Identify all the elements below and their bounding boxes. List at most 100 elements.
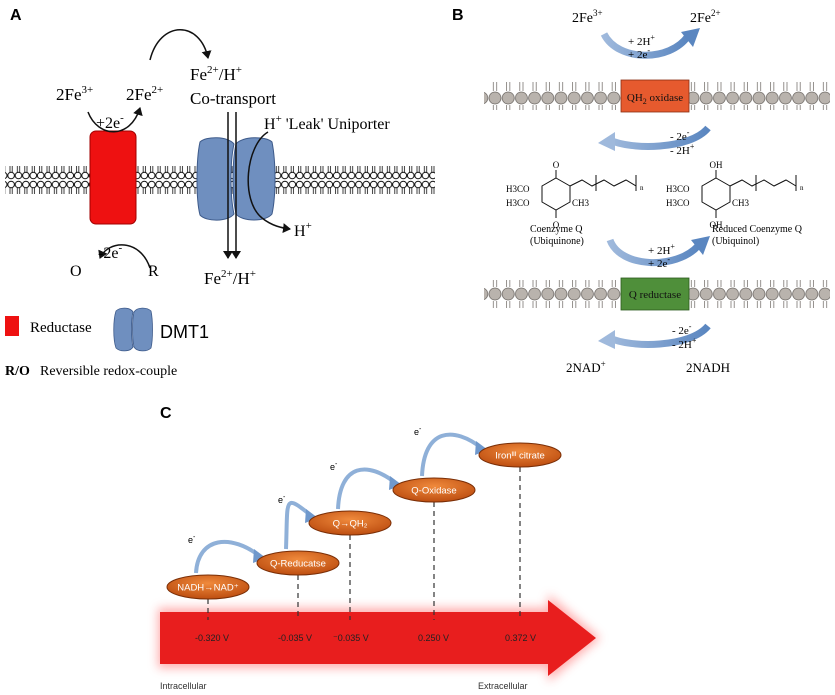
legend-a: Reductase DMT1 R/O Reversible redox-coup…: [5, 307, 209, 379]
step-voltage: -0.320 V: [195, 633, 229, 643]
plus-2e-label: +2e-: [96, 112, 124, 132]
extracellular-label: Extracellular: [478, 681, 528, 691]
reduction-arc-arrow: [87, 107, 143, 133]
uqh-oh-bottom: OH: [710, 220, 723, 230]
fe2-label-a: 2Fe2+: [126, 84, 163, 104]
top-plus-h: + 2H+: [628, 33, 655, 48]
low-plus-h: + 2H+: [648, 242, 675, 257]
coq-name: Coenzyme Q: [530, 224, 583, 235]
electron-arc: [336, 467, 399, 510]
electron-arc: [420, 432, 485, 477]
electron-arrowhead: [389, 476, 402, 490]
uqh-n: n: [800, 184, 804, 192]
top-redox-arc: [600, 32, 691, 59]
low-redox-arc: [606, 238, 701, 267]
uq-ch3: CH3: [572, 198, 590, 208]
mid-redox-arc: [608, 125, 711, 150]
leak-uniporter-label: H+ 'Leak' Uniporter: [264, 113, 390, 133]
step-ellipse: [478, 442, 562, 468]
uq-h3co-1: H3CO: [506, 184, 530, 194]
step-ellipse: [256, 550, 340, 576]
fe3-label-b: 2Fe3+: [572, 8, 603, 26]
electron-arc: [194, 540, 263, 574]
uq-n: n: [640, 184, 644, 192]
reductase-protein: [89, 130, 137, 225]
electron-label: e-: [414, 426, 422, 437]
nad-label: 2NAD+: [566, 359, 606, 375]
q-reductase-label: Q reductase: [629, 289, 681, 301]
low-plus-e: + 2e-: [648, 255, 670, 270]
uq-o-bottom: O: [553, 220, 560, 230]
fe2-label-b: 2Fe2+: [690, 8, 721, 26]
bottom-redox-arc: [608, 323, 711, 348]
uqh-h3co-2: H3CO: [666, 198, 690, 208]
step-voltage: -0.035 V: [278, 633, 312, 643]
mid-redox-arrowhead: [598, 132, 615, 151]
electron-arrowhead: [253, 549, 266, 563]
electron-arrowhead: [475, 441, 488, 455]
legend-ro-text: Reversible redox-couple: [40, 364, 177, 379]
legend-reductase-label: Reductase: [30, 320, 92, 336]
electron-label: e-: [330, 461, 338, 472]
electron-arrowhead: [305, 509, 318, 523]
rcoq-name: Reduced Coenzyme Q: [712, 224, 803, 235]
ubiquinol-structure: [701, 170, 797, 218]
legend-dmt1-icon: [113, 307, 153, 352]
fe2-h-bottom-label: Fe2+/H+: [204, 268, 256, 288]
panel-a-letter: A: [10, 7, 22, 24]
legend-dmt1-label: DMT1: [160, 322, 209, 342]
bottom-redox-arrowhead: [598, 330, 615, 349]
ubiquinone-structure: [541, 170, 637, 218]
q-reductase-box: [620, 277, 690, 311]
cotransport-title: Fe2+/H+: [190, 64, 242, 84]
bot-minus-e: - 2e-: [672, 322, 692, 337]
step-ellipse: [308, 510, 392, 536]
qh2-oxidase-label: QH2 oxidase: [627, 92, 683, 106]
redox-steps: NADH→NAD⁺ -0.320 V e- Q-Reducatse -0.035 V e-…: [166, 426, 562, 643]
top-plus-e: + 2e-: [628, 46, 650, 61]
electron-label: e-: [278, 494, 286, 505]
mid-minus-h: - 2H+: [670, 142, 695, 157]
legend-reductase-swatch: [5, 316, 19, 336]
panel-b: B 2Fe3+ 2Fe2+ + 2H+ + 2e- QH2 oxidase - …: [452, 7, 830, 375]
dmt1-transporter: [196, 137, 276, 221]
panel-c-letter: C: [160, 405, 172, 422]
cotransport-subtitle: Co-transport: [190, 89, 276, 108]
minus-2e-label: -2e-: [98, 242, 122, 262]
uqh-ch3: CH3: [732, 198, 750, 208]
o-label: O: [70, 263, 82, 280]
intracellular-label: Intracellular: [160, 681, 207, 691]
panel-c: C Intracellular Extracellular NADH→NAD⁺ -…: [158, 405, 600, 691]
nadh-label: 2NADH: [686, 360, 730, 375]
step-label: Ironᴵᴵᴵ citrate: [495, 451, 545, 462]
low-redox-arrowhead: [691, 236, 710, 255]
oxidation-arc-arrow: [98, 244, 151, 269]
electron-label: e-: [188, 534, 196, 545]
step-label: Q-Reducatse: [270, 559, 326, 570]
step-label: Q-Oxidase: [411, 486, 456, 497]
step-voltage: ⁻0.035 V: [333, 633, 369, 643]
step-label: NADH→NAD⁺: [177, 583, 239, 594]
uqh-oh-top: OH: [710, 160, 723, 170]
coq-alt-name: (Ubiquinone): [530, 236, 584, 247]
fe3-label-a: 2Fe3+: [56, 84, 93, 104]
uqh-h3co-1: H3CO: [666, 184, 690, 194]
h-out-label: H+: [294, 220, 312, 240]
step-ellipse: [392, 477, 476, 503]
leak-uniporter-arrow: [247, 131, 291, 234]
qh2-oxidase-box: [620, 79, 690, 113]
energy-arrow: [160, 600, 596, 676]
step-ellipse: [166, 574, 250, 600]
uq-h3co-2: H3CO: [506, 198, 530, 208]
step-label: Q→QH₂: [333, 519, 368, 530]
rcoq-alt-name: (Ubiquinol): [712, 236, 759, 247]
step-voltage: 0.250 V: [418, 633, 449, 643]
fe2-to-transport-arrow: [149, 29, 212, 61]
electron-arc: [284, 500, 315, 550]
legend-ro-bold: R/O: [5, 364, 30, 379]
uq-o-top: O: [553, 160, 560, 170]
mid-minus-e: - 2e-: [670, 128, 690, 143]
step-voltage: 0.372 V: [505, 633, 536, 643]
panel-b-letter: B: [452, 7, 464, 24]
